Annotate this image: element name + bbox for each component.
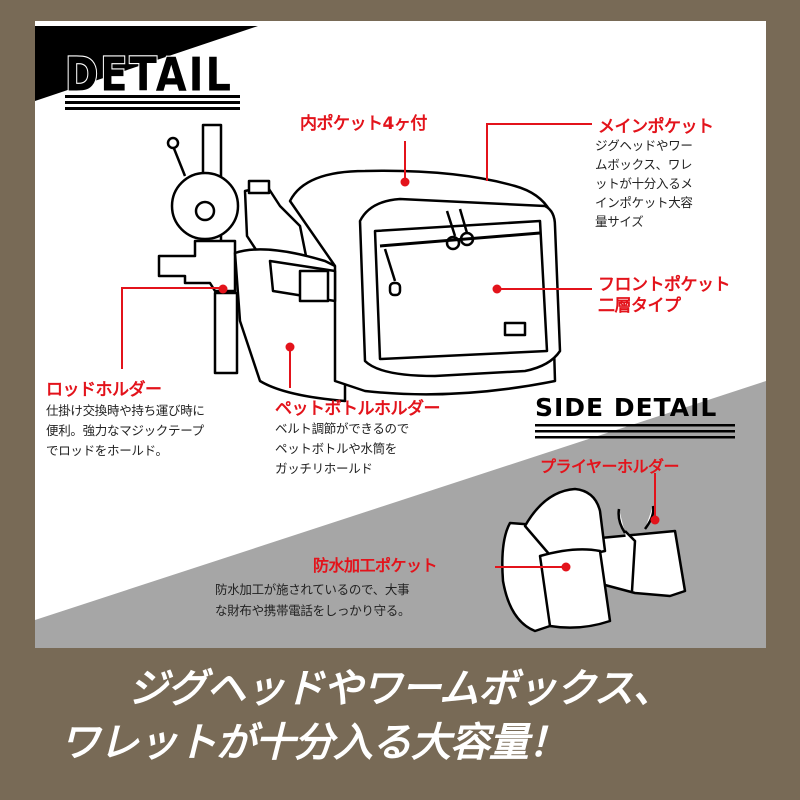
bottle-holder-description: ベルト調節ができるので ペットボトルや水筒を ガッチリホールド xyxy=(275,421,409,476)
callout-lines xyxy=(121,123,660,572)
rod-holder-description: 仕掛け交換時や持ち運び時に 便利。強力なマジックテープ でロッドをホールド。 xyxy=(46,403,205,458)
header-black-wedge xyxy=(35,26,258,101)
main-pocket-title: メインポケット xyxy=(598,117,714,137)
detail-heading: DETAIL xyxy=(64,48,234,103)
footer-headline-line1: ジグヘッドやワームボックス、 xyxy=(128,666,673,712)
bottle-holder-title: ペットボトルホルダー xyxy=(275,399,441,419)
front-pocket-title: フロントポケット 二層タイプ xyxy=(598,275,731,316)
waterproof-pocket-title: 防水加工ポケット xyxy=(313,556,438,575)
footer-headline-line2: ワレットが十分入る大容量！ xyxy=(60,720,568,766)
main-pocket-description: ジグヘッドやワー ムボックス、ワレ ットが十分入るメ インポケット大容 量サイズ xyxy=(595,138,693,229)
detail-panel: DETAIL SIDE DETAIL 内ポケット4ヶ付 メインポケット ジグヘッ… xyxy=(35,21,766,648)
inner-pocket-title: 内ポケット4ヶ付 xyxy=(300,114,427,134)
side-view-illustration xyxy=(501,487,687,633)
waist-bag-illustration xyxy=(157,123,562,403)
plier-holder-title: プライヤーホルダー xyxy=(540,457,680,476)
side-detail-heading: SIDE DETAIL xyxy=(535,393,718,422)
waterproof-pocket-description: 防水加工が施されているので、大事 な財布や携帯電話をしっかり守る。 xyxy=(215,582,411,618)
rod-holder-title: ロッドホルダー xyxy=(46,380,162,400)
